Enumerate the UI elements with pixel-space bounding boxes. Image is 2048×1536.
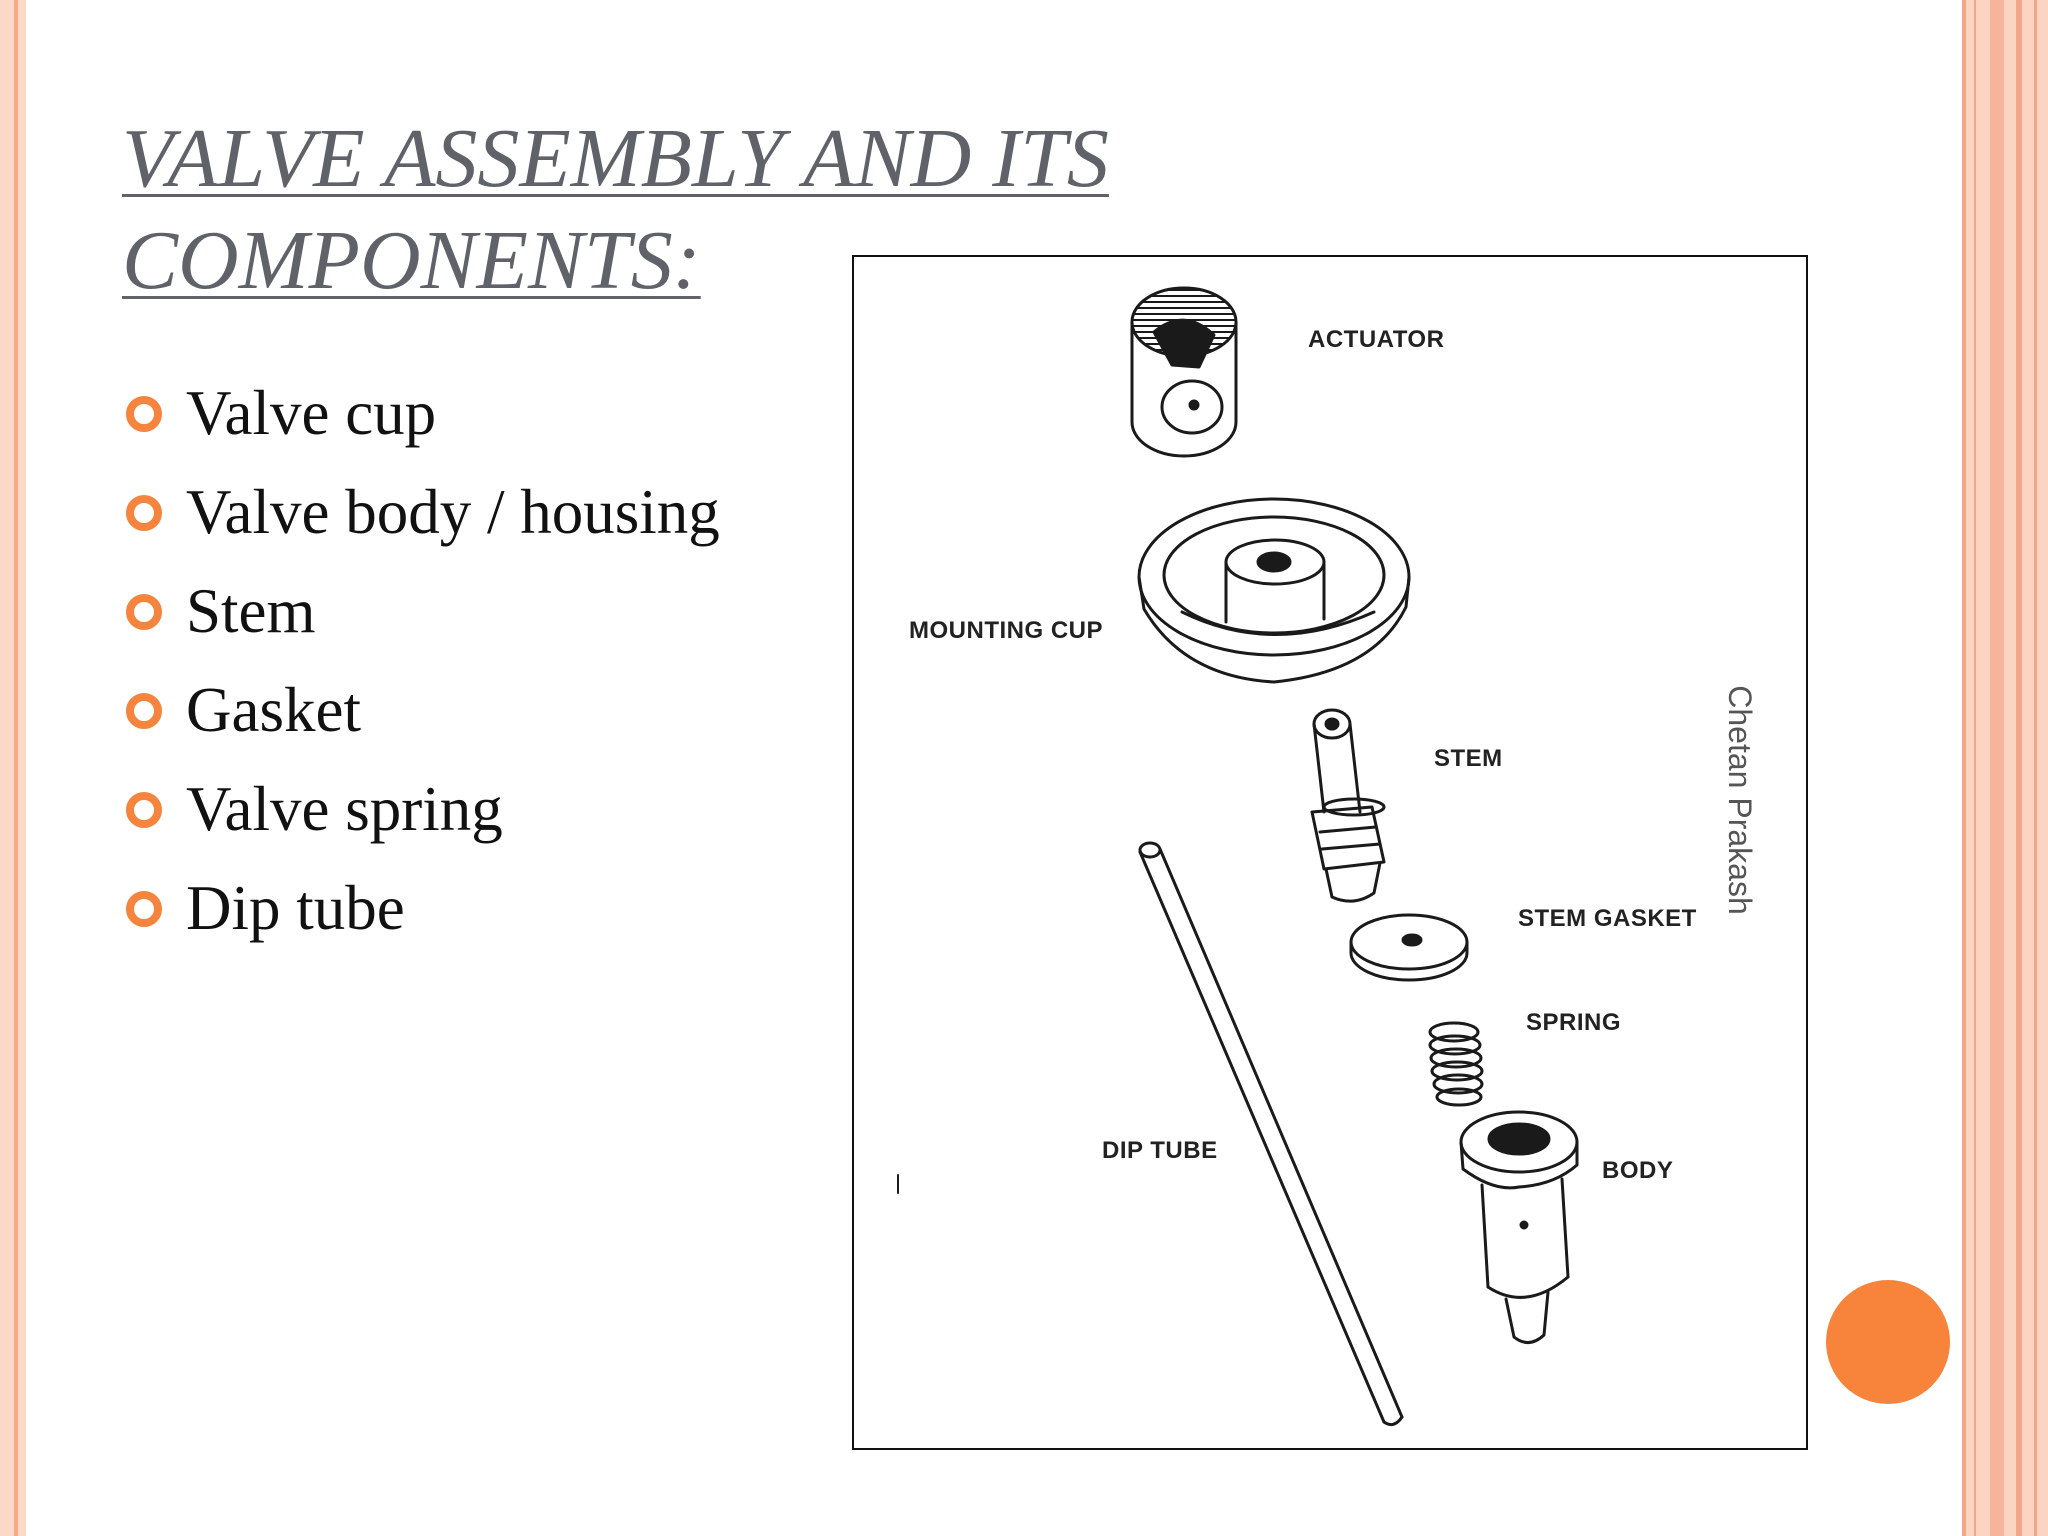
actuator-part: [1130, 286, 1238, 458]
right-border-line: [2016, 0, 2022, 1536]
label-actuator: ACTUATOR: [1308, 326, 1445, 353]
list-item: Gasket: [126, 661, 720, 760]
list-item: Valve spring: [126, 760, 720, 859]
body-part: [1459, 1110, 1579, 1344]
stem-gasket-part: [1349, 913, 1469, 982]
left-border-stripe: [0, 0, 26, 1536]
list-item: Valve cup: [126, 364, 720, 463]
ring-bullet-icon: [126, 494, 162, 531]
ring-bullet-icon: [126, 791, 162, 828]
bullet-list: Valve cup Valve body / housing Stem Gask…: [126, 364, 720, 958]
label-mounting-cup: MOUNTING CUP: [909, 617, 1103, 644]
right-border-line: [1990, 0, 2004, 1536]
bullet-text: Gasket: [186, 675, 361, 745]
label-stem-gasket: STEM GASKET: [1518, 905, 1697, 932]
right-border-line: [2034, 0, 2037, 1536]
author-name: Chetan Prakash: [1722, 685, 1758, 915]
dip-tube-part: [1138, 841, 1404, 1427]
label-body: BODY: [1602, 1157, 1674, 1184]
bullet-text: Valve spring: [186, 774, 503, 844]
bullet-text: Dip tube: [186, 873, 405, 943]
right-border-line: [1974, 0, 1976, 1536]
valve-assembly-diagram: ACTUATOR MOUNTING CUP STEM STEM GASKET S…: [852, 255, 1808, 1450]
right-border-line: [1962, 0, 1966, 1536]
slide-title: VALVE ASSEMBLY AND ITS COMPONENTS:: [122, 112, 1109, 307]
label-dip-tube: DIP TUBE: [1102, 1137, 1218, 1164]
bullet-text: Valve cup: [186, 378, 437, 448]
valve-components-drawing: [897, 286, 1579, 1427]
list-item: Dip tube: [126, 859, 720, 958]
label-stem: STEM: [1434, 745, 1503, 772]
ring-bullet-icon: [126, 692, 162, 729]
list-item: Stem: [126, 562, 720, 661]
ring-bullet-icon: [126, 593, 162, 630]
list-item: Valve body / housing: [126, 463, 720, 562]
ring-bullet-icon: [126, 395, 162, 432]
spring-part: [1428, 1021, 1484, 1107]
mounting-cup-part: [1137, 497, 1411, 684]
bullet-text: Stem: [186, 576, 316, 646]
right-border-band: [1962, 0, 2048, 1536]
label-spring: SPRING: [1526, 1009, 1622, 1036]
ring-bullet-icon: [126, 890, 162, 927]
stem-part: [1310, 708, 1386, 903]
decorative-orange-circle: [1826, 1280, 1950, 1404]
left-border-line: [14, 0, 18, 1536]
bullet-text: Valve body / housing: [186, 477, 720, 547]
